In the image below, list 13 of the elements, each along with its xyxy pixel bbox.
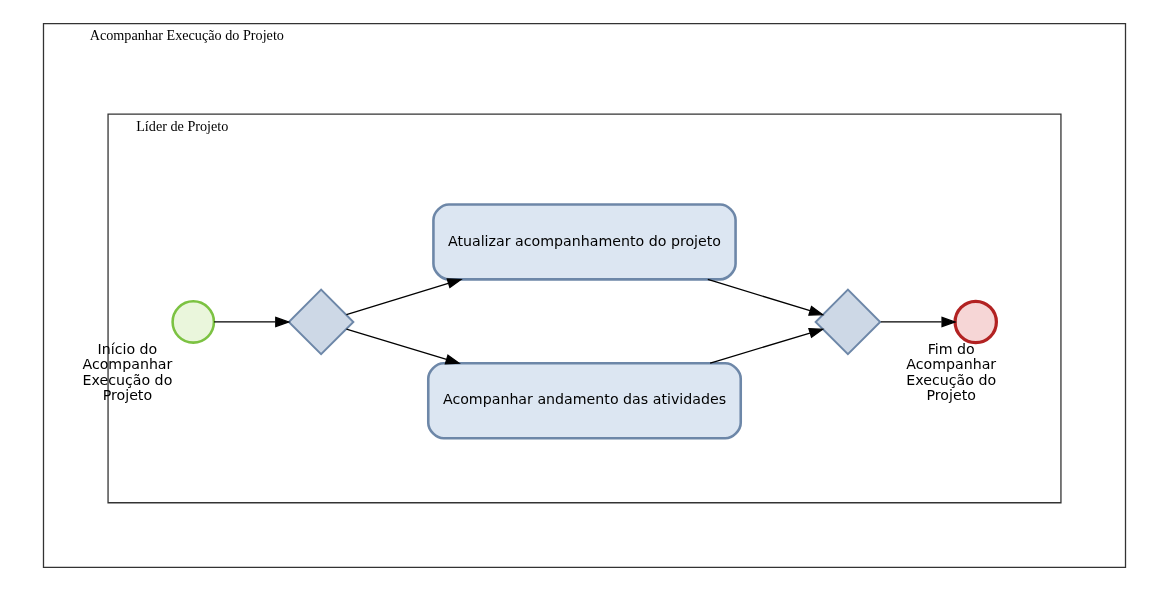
arrow xyxy=(345,328,461,365)
node-label: Fim do Acompanhar Execução do Projeto xyxy=(906,340,997,404)
arrow xyxy=(707,278,825,316)
node-circle xyxy=(171,300,216,344)
arrow xyxy=(345,278,463,316)
arrow xyxy=(880,316,957,328)
arrow xyxy=(709,327,825,364)
arrow xyxy=(213,316,291,328)
node-diamond xyxy=(287,288,355,356)
node-diamond xyxy=(814,288,882,356)
node-box: Atualizar acompanhamento do projeto xyxy=(432,203,737,281)
node-circle xyxy=(953,299,998,345)
node-box: Acompanhar andamento das atividades xyxy=(426,362,742,440)
